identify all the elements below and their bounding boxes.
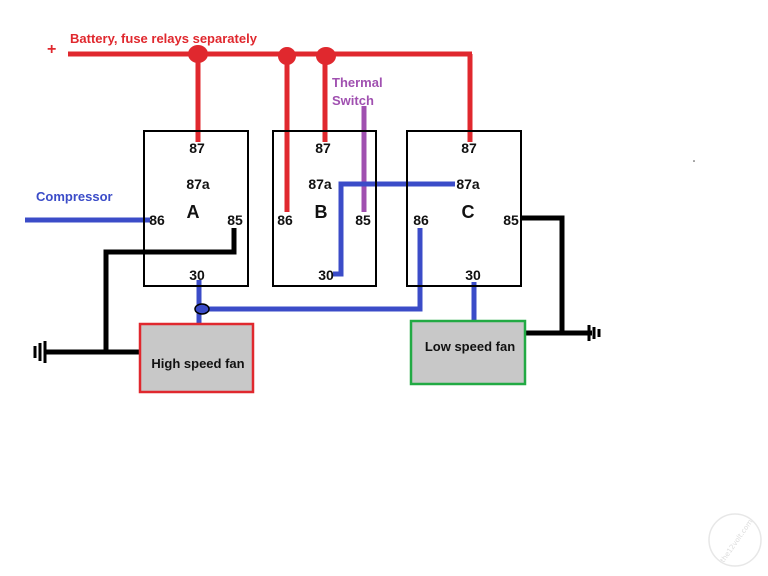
junction-dot	[316, 47, 336, 65]
relay-box-b: 87 87a B 86 85 30	[272, 130, 377, 287]
pin-30: 30	[465, 267, 481, 283]
fan-box	[409, 319, 527, 386]
relay-outline	[406, 130, 522, 287]
ground-symbol-right	[587, 325, 601, 341]
pin-30: 30	[189, 267, 205, 283]
ground-symbol-left	[33, 341, 47, 363]
signal-wires	[25, 181, 477, 323]
relay-outline	[143, 130, 249, 287]
pin-86: 86	[277, 212, 293, 228]
plus-sign: +	[47, 41, 56, 58]
pin-87: 87	[461, 140, 477, 156]
fan-label: High speed fan	[151, 356, 244, 371]
power-junctions	[188, 45, 336, 65]
fan-label: Low speed fan	[425, 339, 515, 354]
pin-85: 85	[355, 212, 371, 228]
junction-dot	[188, 45, 208, 63]
pin-86: 86	[149, 212, 165, 228]
power-wires	[68, 51, 473, 212]
b30-to-c87a-wire	[333, 181, 455, 277]
watermark: the12volt.com	[708, 513, 762, 567]
watermark-text: the12volt.com	[719, 518, 755, 564]
pin-87a: 87a	[456, 176, 480, 192]
relay-box-a: 87 87a A 86 85 30	[143, 130, 249, 287]
fan-box	[138, 322, 255, 394]
pin-87: 87	[189, 140, 205, 156]
relay-outline	[272, 130, 377, 287]
pin-87a: 87a	[186, 176, 210, 192]
compressor-label: Compressor	[36, 189, 113, 204]
signal-junction	[194, 303, 210, 315]
pin-87: 87	[315, 140, 331, 156]
ground-wires	[44, 215, 592, 355]
relay-label: B	[315, 202, 328, 222]
a30-to-c86-wire	[205, 228, 423, 312]
ground-wire-a85	[103, 228, 237, 352]
supply-label: Battery, fuse relays separately	[70, 31, 258, 46]
pin-86: 86	[413, 212, 429, 228]
ground-wire-c85	[520, 215, 565, 333]
relay-label: A	[187, 202, 200, 222]
low-speed-fan: Low speed fan	[409, 319, 527, 386]
relay-box-c: 87 87a C 86 85 30	[406, 130, 522, 287]
high-speed-fan: High speed fan	[138, 322, 255, 394]
pin-87a: 87a	[308, 176, 332, 192]
relay-label: C	[462, 202, 475, 222]
junction-dot	[278, 47, 296, 65]
thermal-switch-label-line1: Thermal	[332, 75, 383, 90]
pin-85: 85	[503, 212, 519, 228]
pin-30: 30	[318, 267, 334, 283]
thermal-switch-label-line2: Switch	[332, 93, 374, 108]
pin-85: 85	[227, 212, 243, 228]
stray-dot	[693, 160, 695, 162]
